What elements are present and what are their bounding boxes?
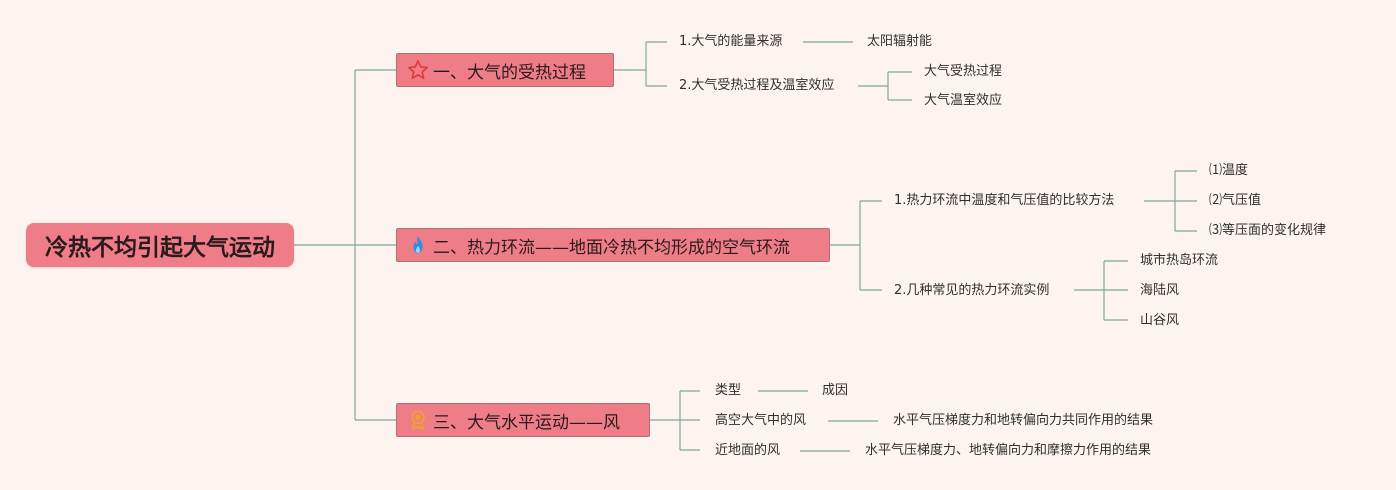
root-topic-label: 冷热不均引起大气运动	[45, 235, 275, 261]
topic-wind-cause[interactable]: 成因	[822, 383, 849, 398]
topic-upper-air-wind[interactable]: 高空大气中的风	[715, 413, 807, 428]
branch-horizontal-motion[interactable]: 三、大气水平运动——风	[396, 403, 650, 437]
topic-surface-wind[interactable]: 近地面的风	[715, 443, 781, 458]
topic-energy-source[interactable]: 1.大气的能量来源	[679, 34, 783, 49]
branch-thermal-circulation[interactable]: 二、热力环流——地面冷热不均形成的空气环流	[396, 228, 830, 262]
topic-circulation-examples[interactable]: 2.几种常见的热力环流实例	[894, 283, 1050, 298]
topic-comparison-method[interactable]: 1.热力环流中温度和气压值的比较方法	[894, 193, 1115, 208]
topic-urban-heat-island[interactable]: 城市热岛环流	[1140, 253, 1219, 268]
topic-isobaric-surface[interactable]: ⑶等压面的变化规律	[1209, 223, 1327, 238]
branch-label: 三、大气水平运动——风	[433, 412, 620, 433]
root-topic[interactable]: 冷热不均引起大气运动	[26, 223, 294, 267]
branch-label: 二、热力环流——地面冷热不均形成的空气环流	[433, 237, 790, 258]
topic-greenhouse-effect[interactable]: 大气温室效应	[924, 93, 1003, 108]
topic-mountain-valley-wind[interactable]: 山谷风	[1140, 313, 1180, 328]
topic-pressure[interactable]: ⑵气压值	[1209, 193, 1262, 208]
star-icon	[407, 59, 429, 81]
topic-land-sea-breeze[interactable]: 海陆风	[1140, 283, 1180, 298]
branch-heat-process[interactable]: 一、大气的受热过程	[396, 53, 614, 87]
medal-icon	[407, 409, 429, 431]
branch-label: 一、大气的受热过程	[433, 62, 586, 83]
topic-wind-type[interactable]: 类型	[715, 383, 742, 398]
topic-upper-air-wind-cause[interactable]: 水平气压梯度力和地转偏向力共同作用的结果	[893, 413, 1154, 428]
topic-solar-radiation[interactable]: 太阳辐射能	[867, 34, 933, 49]
topic-heating-greenhouse[interactable]: 2.大气受热过程及温室效应	[679, 78, 835, 93]
topic-surface-wind-cause[interactable]: 水平气压梯度力、地转偏向力和摩擦力作用的结果	[865, 443, 1152, 458]
flame-icon	[407, 234, 429, 256]
topic-temperature[interactable]: ⑴温度	[1209, 163, 1249, 178]
topic-heating-process[interactable]: 大气受热过程	[924, 64, 1003, 79]
